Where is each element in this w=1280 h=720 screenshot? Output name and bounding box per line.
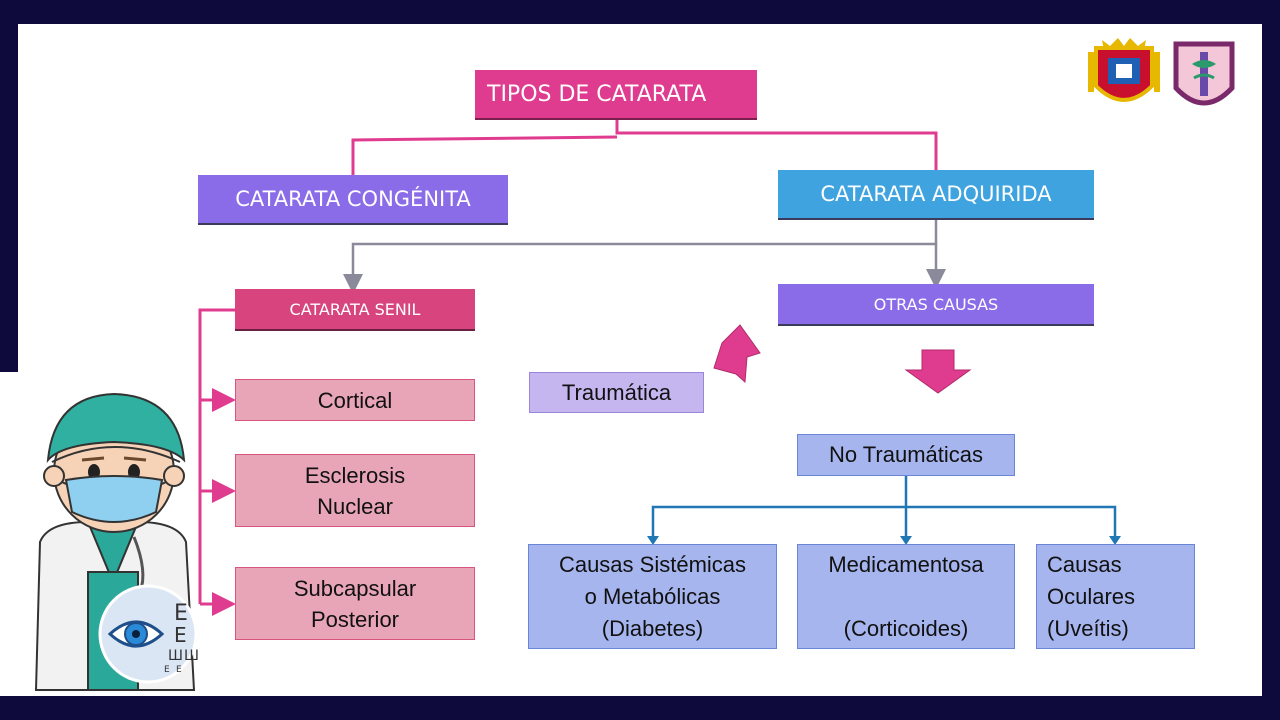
big-arrow-traumatica: [713, 324, 761, 384]
no-traumaticas-node: No Traumáticas: [797, 434, 1015, 476]
connector-root: [351, 120, 938, 175]
esclerosis-nuclear-node: Esclerosis Nuclear: [235, 454, 475, 527]
university-shield-icon: [1088, 38, 1160, 102]
senil-node: CATARATA SENIL: [235, 289, 475, 331]
adquirida-node: CATARATA ADQUIRIDA: [778, 170, 1094, 220]
sistemicas-node: Causas Sistémicas o Metabólicas (Diabete…: [528, 544, 777, 649]
eye-chart-letter: E: [164, 665, 170, 675]
eye-chart-letter: E: [174, 623, 187, 647]
subcapsular-posterior-node: Subcapsular Posterior: [235, 567, 475, 640]
oculares-node: Causas Oculares (Uveítis): [1036, 544, 1195, 649]
eye-chart-letter: Ш: [184, 648, 199, 664]
cortical-node: Cortical: [235, 379, 475, 421]
traumatica-node: Traumática: [529, 372, 704, 413]
connector-no-traumaticas: [651, 476, 1117, 540]
connector-senil: [198, 308, 235, 604]
arrowhead-medicamentosa: [900, 536, 912, 545]
arrowhead-sistemicas: [647, 536, 659, 545]
arrowhead-oculares: [1109, 536, 1121, 545]
doctor-icon: E E Ш Ш E E: [34, 392, 199, 691]
eye-chart-letter: Ш: [168, 648, 183, 664]
eye-chart-letter: E: [174, 601, 188, 626]
root-node: TIPOS DE CATARATA: [475, 70, 757, 120]
connector-adquirida: [343, 220, 938, 294]
congenita-node: CATARATA CONGÉNITA: [198, 175, 508, 225]
otras-causas-node: OTRAS CAUSAS: [778, 284, 1094, 326]
eye-chart-letter: E: [176, 665, 182, 675]
slide-notch: [0, 372, 18, 696]
medicamentosa-node: Medicamentosa (Corticoides): [797, 544, 1015, 649]
faculty-shield-icon: [1173, 41, 1235, 106]
big-arrow-no-traumatica: [904, 349, 972, 394]
